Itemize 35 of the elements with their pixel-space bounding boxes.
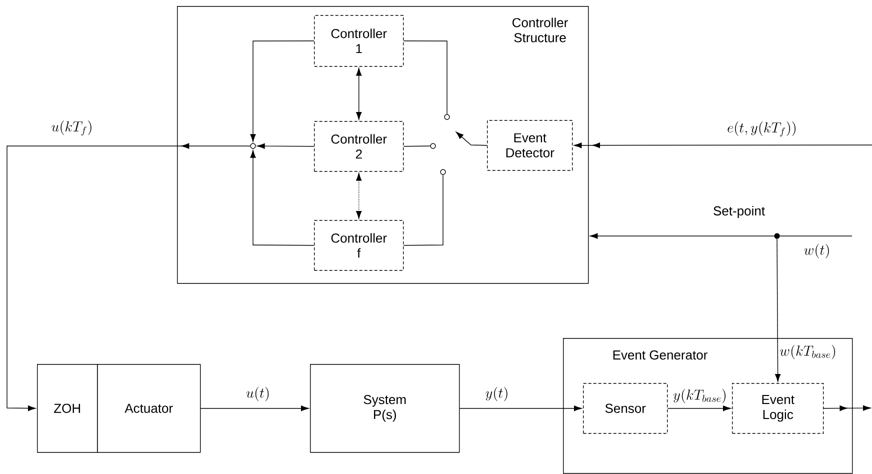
generator-box [563,338,853,474]
arrow [590,233,774,239]
controller-box: Controller 2 [314,121,404,172]
signal-label: Set-point [714,206,765,218]
edge-label: $w(t)$ [802,242,832,260]
arrow [574,142,872,148]
controller-box: Controller f [314,220,404,271]
arrow [356,172,362,219]
edge-label: $e(t,y(kT_f))$ [726,120,798,138]
arrow [667,406,731,412]
arrow [200,406,309,412]
edge-label: $u(kT_f)$ [50,120,94,136]
arrow [250,40,314,142]
arrow [456,132,488,146]
box-title: Event Generator [613,350,708,360]
structure-box [177,6,589,284]
box-title: Controller Structure [512,18,568,42]
zoh-box: ZOH [37,364,98,453]
arrow [257,143,314,149]
edge-label: $y(t)$ [484,386,510,402]
controller-box: Controller 1 [314,15,404,67]
detector-box: Event Detector [487,120,573,171]
arrow [6,143,250,412]
edge-label: $u(t)$ [244,386,272,402]
arrow [250,150,314,246]
arrow [775,238,781,382]
arrow [459,406,582,412]
edge-label: $w(kT_{base})$ [778,344,838,360]
logic-box: Event Logic [732,383,824,434]
edge-label: $y(kT_{base})$ [672,388,728,404]
system-box: System P(s) [310,364,460,453]
arrow [823,405,871,412]
sensor-box: Sensor [583,383,668,434]
arrow [356,68,362,120]
actuator-box: Actuator [97,364,201,453]
